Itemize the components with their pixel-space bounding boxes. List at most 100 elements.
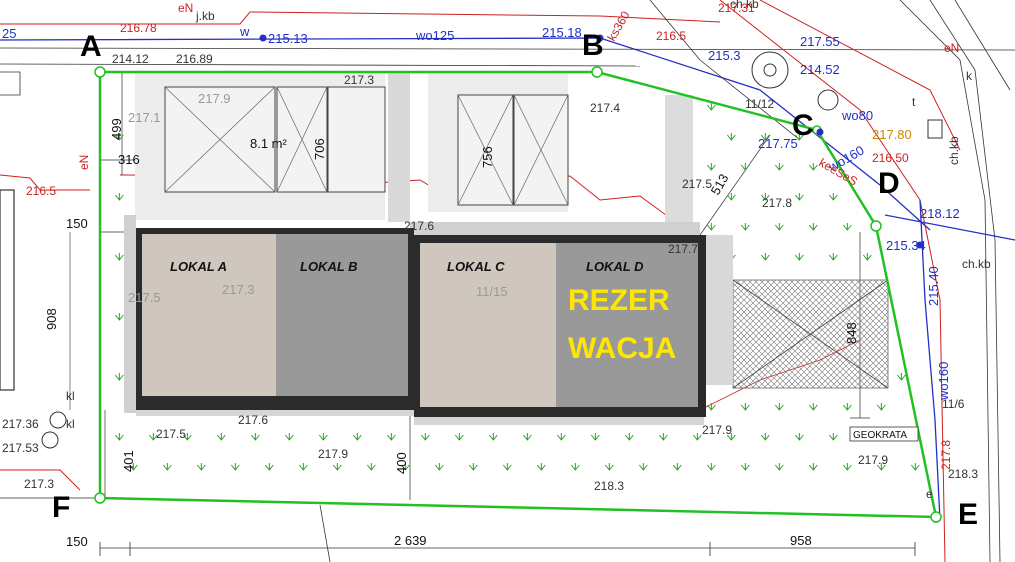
elevation-label: 217.3 (24, 477, 54, 491)
vegetation-mark (706, 403, 716, 411)
vegetation-mark (488, 433, 498, 441)
vegetation-mark (774, 403, 784, 411)
vegetation-mark (726, 133, 736, 141)
parcel-number: 11/6 (942, 397, 965, 411)
elevation-label: 217.4 (590, 101, 620, 115)
vegetation-mark (774, 223, 784, 231)
dim-958: 958 (790, 533, 812, 548)
utility-symbols (41, 34, 943, 449)
dim-316: 316 (118, 152, 140, 167)
vegetation-mark (162, 463, 172, 471)
parcel-number: 11/15 (476, 284, 508, 299)
elevation-label-orange: 217.80 (872, 127, 912, 142)
marker-label: eN (77, 155, 91, 170)
marker-label: kl (66, 417, 75, 431)
vegetation-mark (910, 463, 920, 471)
lokal-a-label: LOKAL A (170, 259, 227, 274)
utility-label: 215.40 (926, 266, 941, 306)
vegetation-mark (862, 253, 872, 261)
marker-label: e (926, 487, 933, 501)
vegetation-mark (182, 433, 192, 441)
marker-label: ch.kb (962, 257, 991, 271)
vegetation-mark (420, 433, 430, 441)
vegetation-mark (876, 463, 886, 471)
vegetation-mark (658, 433, 668, 441)
lokal-b-area (276, 234, 408, 396)
elevation-label: 217.9 (702, 423, 732, 437)
marker-label: j.kb (195, 9, 215, 23)
elevation-label: 216.89 (176, 52, 213, 66)
elevation-label: 217.6 (404, 219, 434, 233)
corner-label-a: A (80, 30, 102, 63)
area-label: 8.1 m² (250, 136, 288, 151)
vegetation-mark (774, 463, 784, 471)
elevation-label: 217.8 (762, 196, 792, 210)
vegetation-mark (672, 463, 682, 471)
elevation-label: 217.9 (318, 447, 348, 461)
vegetation-mark (250, 433, 260, 441)
vegetation-mark (692, 433, 702, 441)
vegetation-mark (196, 463, 206, 471)
elevation-label: 217.1 (128, 110, 161, 125)
marker-label: ch.kb (947, 136, 961, 165)
geokrata-area (703, 235, 889, 389)
vegetation-mark (740, 223, 750, 231)
vegetation-mark (706, 463, 716, 471)
marker-label: kl (66, 389, 75, 403)
marker-label: eN (944, 41, 959, 55)
utility-label: 215.18 (542, 25, 582, 40)
dim-756: 756 (480, 146, 495, 168)
marker-label: ch.kb (730, 0, 759, 11)
vegetation-mark (604, 463, 614, 471)
vegetation-mark (760, 193, 770, 201)
vegetation-mark (740, 463, 750, 471)
vegetation-mark (624, 433, 634, 441)
vegetation-mark (522, 433, 532, 441)
elevation-label: 217.3 (222, 282, 255, 297)
reservation-label-line1: REZER (568, 284, 670, 317)
corner-label-e: E (958, 498, 978, 531)
vegetation-mark (468, 463, 478, 471)
elevation-label-red: 216.5 (26, 184, 56, 198)
vegetation-mark (760, 433, 770, 441)
dim-400: 400 (394, 452, 409, 474)
dim-2639: 2 639 (394, 533, 427, 548)
vegetation-mark (298, 463, 308, 471)
elevation-label: 217.6 (238, 413, 268, 427)
vegetation-mark (114, 253, 124, 261)
elevation-label: 217.5 (156, 427, 186, 441)
dim-150-top: 150 (66, 216, 88, 231)
elevation-label: 217.53 (2, 441, 39, 455)
vegetation-mark (828, 253, 838, 261)
vegetation-mark (774, 163, 784, 171)
vegetation-mark (366, 463, 376, 471)
vegetation-mark (794, 193, 804, 201)
elevation-label: 218.3 (948, 467, 978, 481)
utility-label: wo125 (415, 28, 454, 43)
utility-label: 215.13 (268, 31, 308, 46)
vegetation-mark (740, 403, 750, 411)
utility-label: wo160 (936, 362, 951, 401)
vegetation-mark (760, 253, 770, 261)
lokal-c-area (420, 243, 556, 407)
elevation-label: 217.9 (198, 91, 231, 106)
vegetation-mark (148, 433, 158, 441)
vegetation-mark (386, 433, 396, 441)
corner-label-b: B (582, 29, 604, 62)
vegetation-mark (842, 223, 852, 231)
vegetation-mark (400, 463, 410, 471)
vegetation-mark (352, 433, 362, 441)
vegetation-mark (434, 463, 444, 471)
marker-label: eN (178, 1, 193, 15)
corner-label-c: C (792, 109, 814, 142)
parcel-number: 11/12 (745, 97, 774, 111)
elevation-label: 217.7 (668, 242, 698, 256)
dim-150-bottom: 150 (66, 534, 88, 549)
lokal-d-label: LOKAL D (586, 259, 644, 274)
elevation-label: 218.3 (594, 479, 624, 493)
marker-label: k (966, 69, 973, 83)
dim-848: 848 (844, 322, 859, 344)
reservation-label-line2: WACJA (568, 332, 676, 365)
parking-spaces (135, 72, 700, 236)
